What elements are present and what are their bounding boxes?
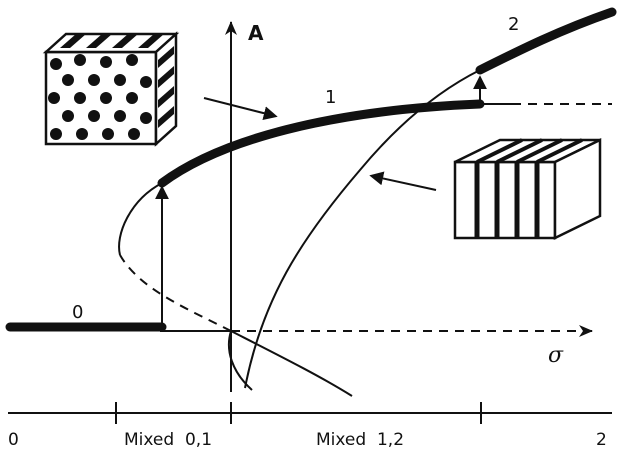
hexagonal-cube-inset: [42, 31, 180, 147]
branch-1-unstable-solid: [118, 182, 163, 256]
branch-1-unstable-dashed: [119, 254, 232, 332]
branch-1-lower: [227, 330, 253, 391]
x-axis-label: σ: [548, 343, 564, 368]
phase-label-0: 0: [8, 430, 19, 450]
phase-label-mixed-12: Mixed 1,2: [316, 430, 404, 450]
branch-0-lower-line: [230, 330, 353, 397]
pointer-arrow-lamellar: [369, 171, 437, 191]
branch-1-stable-thick: [157, 99, 485, 188]
branch-2-label: 2: [508, 14, 519, 35]
phase-label-mixed-01: Mixed 0,1: [124, 430, 212, 450]
branch-1-label: 1: [325, 87, 336, 108]
pointer-arrow-cube: [203, 97, 278, 121]
lamellar-block-inset: [453, 137, 602, 241]
branch-2-unstable: [244, 69, 481, 389]
branch-2-stable-thick: [475, 7, 617, 75]
y-axis-label: A: [248, 21, 264, 45]
branch-0-label: 0: [72, 302, 83, 323]
phase-label-2: 2: [596, 430, 607, 450]
